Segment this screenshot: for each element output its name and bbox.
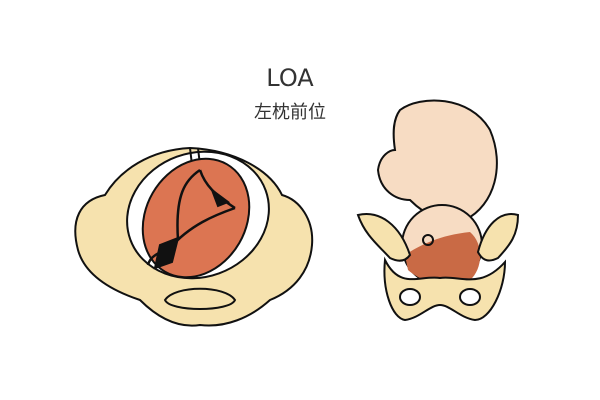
pelvis-front-view: [356, 213, 520, 322]
fetus-side-view: [376, 99, 498, 286]
anterior-fontanelle: [153, 236, 180, 270]
obturator-right: [459, 288, 481, 306]
iliac-wing-left: [356, 213, 412, 262]
ear: [422, 234, 434, 246]
fetal-head-top-view: [141, 157, 251, 279]
position-abbreviation: LOA: [266, 64, 314, 92]
posterior-fontanelle: [209, 187, 231, 208]
iliac-wing-right: [476, 213, 520, 262]
sacrum: [163, 287, 237, 310]
position-name: 左枕前位: [254, 102, 326, 123]
obturator-left: [399, 288, 421, 306]
hair: [405, 232, 481, 285]
